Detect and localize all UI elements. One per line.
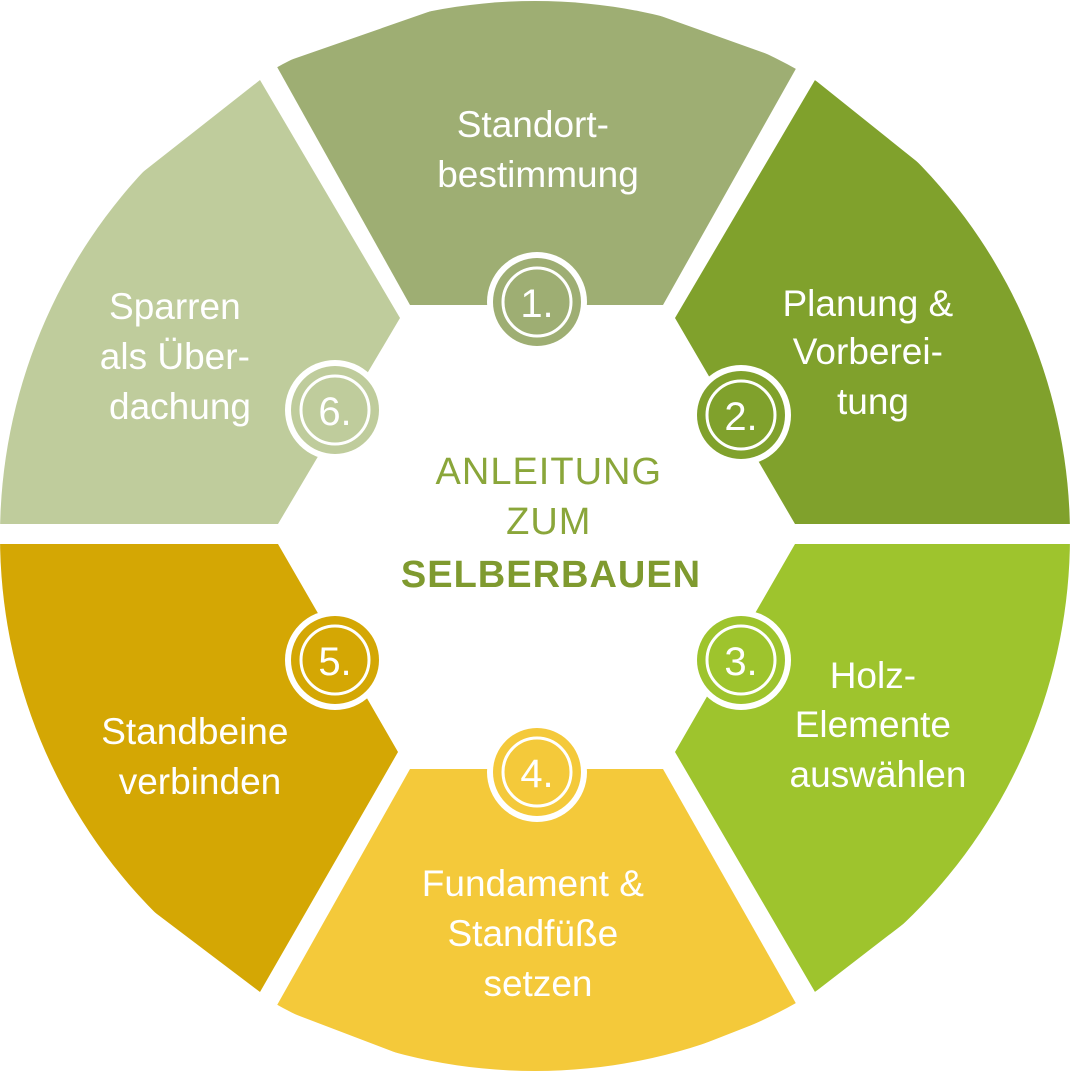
step-1-label: Standort- bestimmung bbox=[437, 104, 639, 195]
badge-1-number: 1. bbox=[520, 282, 553, 326]
badge-2-circle bbox=[697, 371, 785, 459]
step-3-line-2: Elemente bbox=[795, 704, 951, 745]
step-6-line-1: Sparren bbox=[109, 286, 241, 327]
segment-4 bbox=[276, 769, 798, 1071]
step-1-line-2: bestimmung bbox=[437, 154, 639, 195]
badge-4: 4. bbox=[487, 722, 587, 822]
center-title-line-3: SELBERBAUEN bbox=[401, 554, 701, 596]
segment-1 bbox=[276, 1, 798, 305]
step-1-line-1: Standort- bbox=[457, 104, 609, 145]
center-title: ANLEITUNG ZUM SELBERBAUEN bbox=[401, 451, 701, 596]
badge-1: 1. bbox=[487, 252, 587, 352]
badge-4-circle bbox=[493, 728, 581, 816]
step-5-line-2: verbinden bbox=[119, 761, 282, 802]
badge-4-number: 4. bbox=[520, 752, 553, 796]
badge-6-circle bbox=[291, 366, 379, 454]
step-4-label: Fundament & Standfüße setzen bbox=[422, 863, 654, 1004]
step-2-line-3: tung bbox=[837, 381, 909, 422]
badge-1-circle bbox=[493, 258, 581, 346]
step-3-line-3: auswählen bbox=[790, 754, 967, 795]
step-4-line-1: Fundament & bbox=[422, 863, 644, 904]
step-2-label: Planung & Vorberei- tung bbox=[782, 283, 963, 422]
step-6-line-2: als Über- bbox=[100, 336, 250, 377]
step-5-line-1: Standbeine bbox=[101, 711, 288, 752]
step-4-line-2: Standfüße bbox=[447, 913, 618, 954]
badge-2-number: 2. bbox=[724, 395, 757, 439]
badge-5-circle bbox=[291, 616, 379, 704]
center-title-line-2: ZUM bbox=[506, 501, 591, 543]
step-6-label: Sparren als Über- dachung bbox=[100, 286, 260, 427]
step-5-label: Standbeine verbinden bbox=[101, 711, 299, 802]
badge-5: 5. bbox=[285, 610, 385, 710]
badge-3: 3. bbox=[691, 610, 791, 710]
badge-6-number: 6. bbox=[318, 390, 351, 434]
step-6-line-3: dachung bbox=[109, 386, 251, 427]
step-2-line-2: Vorberei- bbox=[793, 331, 943, 372]
badge-3-number: 3. bbox=[724, 640, 757, 684]
badge-2: 2. bbox=[691, 365, 791, 465]
step-3-line-1: Holz- bbox=[830, 655, 916, 696]
step-4-line-3: setzen bbox=[483, 963, 592, 1004]
badge-5-number: 5. bbox=[318, 640, 351, 684]
badge-3-circle bbox=[697, 616, 785, 704]
center-title-line-1: ANLEITUNG bbox=[436, 451, 662, 493]
step-3-label: Holz- Elemente auswählen bbox=[790, 655, 967, 795]
step-2-line-1: Planung & bbox=[782, 283, 953, 324]
badge-6: 6. bbox=[285, 360, 385, 460]
